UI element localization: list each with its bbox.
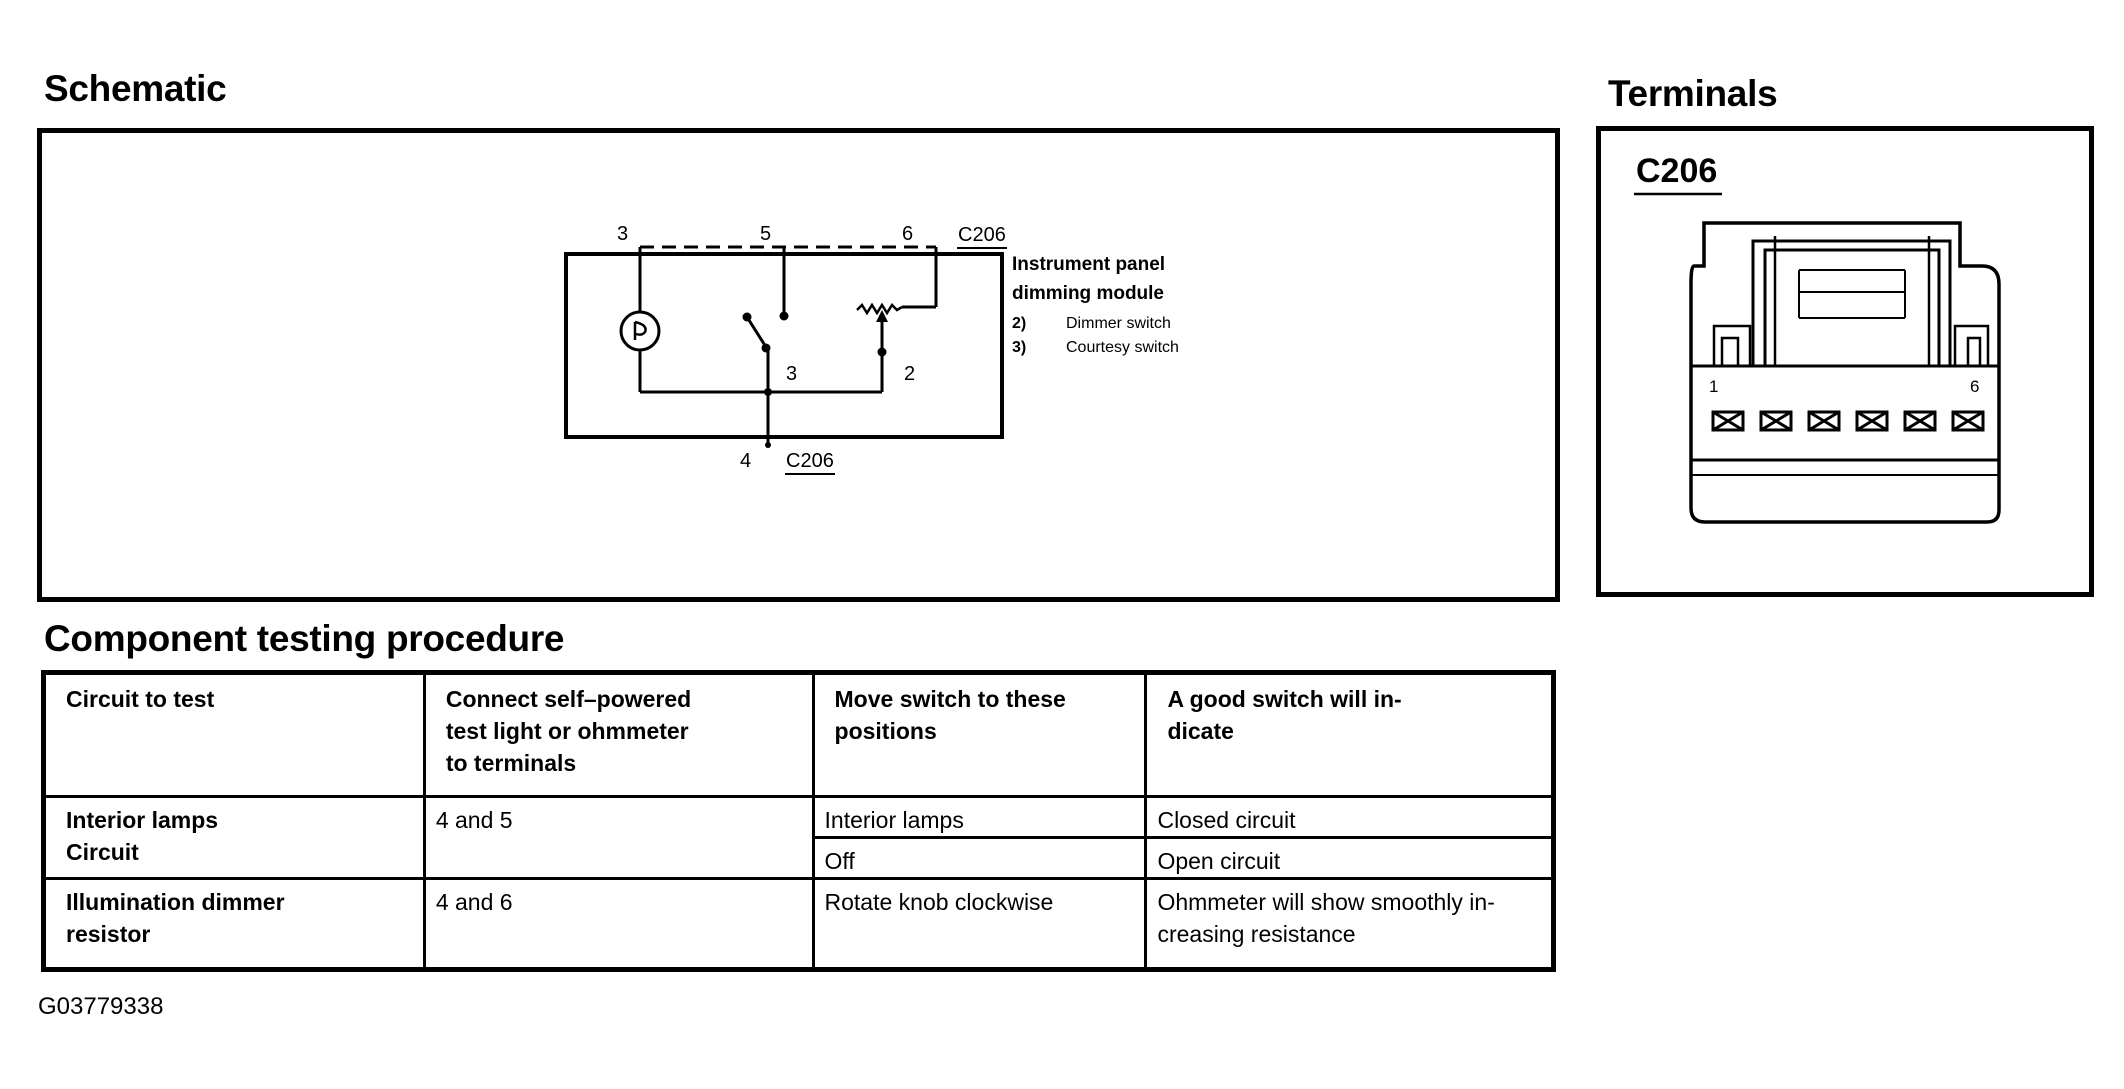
table-header-row: Circuit to test Connect self–powered tes… <box>42 671 1555 798</box>
row1-position-b: Off <box>811 836 1148 880</box>
schematic-frame <box>37 128 1560 602</box>
header-indication: A good switch will in- dicate <box>1144 671 1555 798</box>
dimmer-resistor <box>856 302 903 316</box>
row2-indication: Ohmmeter will show smoothly in- creasing… <box>1144 877 1555 971</box>
row1-position-a: Interior lamps <box>811 795 1148 839</box>
terminal-pin-last: 6 <box>1970 377 1979 396</box>
procedure-table: Circuit to test Connect self–powered tes… <box>41 670 1556 972</box>
table-row: Illumination dimmer resistor 4 and 6 Rot… <box>42 877 1555 971</box>
figure-id: G03779338 <box>38 993 164 1020</box>
connector-housing <box>1689 221 2001 524</box>
wiper-arrow <box>876 310 888 322</box>
header-positions: Move switch to these positions <box>811 671 1148 798</box>
pin-label-top-left: 3 <box>617 223 628 245</box>
module-label-line1: Instrument panel <box>1012 254 1165 275</box>
table-row: Off Open circuit <box>44 836 1555 880</box>
terminals-frame <box>1596 126 2094 597</box>
connector-label-bottom: C206 <box>786 450 834 472</box>
module-label-line2: dimming module <box>1012 283 1164 304</box>
row1-indication-a: Closed circuit <box>1144 795 1555 839</box>
legend-num-2: 3) <box>1012 339 1026 356</box>
row2-terminals: 4 and 6 <box>422 877 815 971</box>
connector-name: C206 <box>1636 152 1717 190</box>
terminal-cavities <box>1711 410 1985 432</box>
row1-terminals: 4 and 5 <box>422 795 815 880</box>
row1-circuit: Interior lamps Circuit <box>42 795 426 880</box>
legend-text-1: Dimmer switch <box>1066 315 1171 332</box>
row1-indication-b: Open circuit <box>1144 836 1555 880</box>
table-row: Interior lamps Circuit 4 and 5 Interior … <box>42 795 1555 880</box>
schematic-title: Schematic <box>44 68 227 109</box>
legend-num-1: 2) <box>1012 315 1026 332</box>
connector-label-top: C206 <box>958 224 1006 246</box>
legend-text-2: Courtesy switch <box>1066 339 1179 356</box>
pin-label-dimmer: 2 <box>904 363 915 385</box>
procedure-title: Component testing procedure <box>44 618 565 659</box>
row2-position: Rotate knob clockwise <box>811 877 1148 971</box>
header-terminals: Connect self–powered test light or ohmme… <box>422 671 815 798</box>
pin-label-switch: 3 <box>786 363 797 385</box>
terminal-pin-first: 1 <box>1709 377 1718 396</box>
pin-label-top-right: 6 <box>902 223 913 245</box>
pin-label-top-mid: 5 <box>760 223 771 245</box>
courtesy-switch <box>745 316 768 348</box>
pin-label-bottom: 4 <box>740 450 751 472</box>
terminals-title: Terminals <box>1608 73 1778 114</box>
row2-circuit: Illumination dimmer resistor <box>42 877 426 971</box>
header-circuit: Circuit to test <box>42 671 426 798</box>
